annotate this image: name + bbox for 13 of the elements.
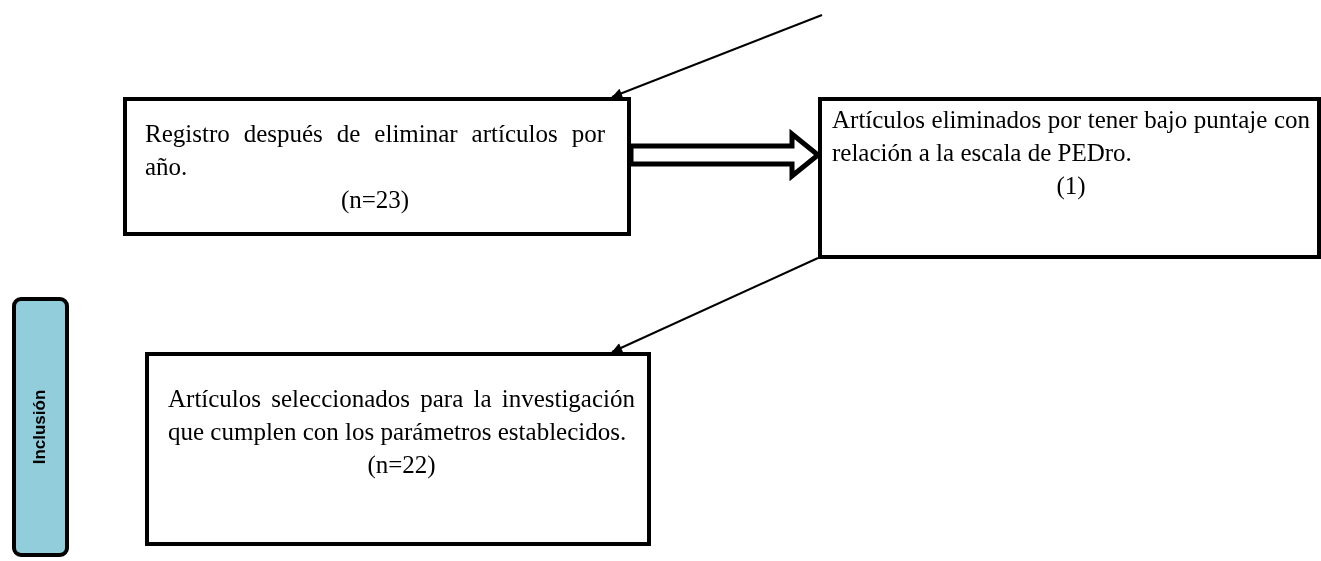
- arrow: [611, 14, 823, 98]
- arrow: [611, 257, 819, 353]
- count-text: (1): [1055, 171, 1087, 202]
- process-box: [123, 97, 631, 236]
- process-box: [818, 97, 1321, 259]
- count-text: (n=22): [366, 450, 437, 481]
- section-band: [12, 297, 69, 557]
- section-label: Inclusión: [30, 389, 51, 465]
- box-text: Registro después de eliminar artículos por año.: [145, 119, 605, 182]
- count-text: (n=23): [339, 185, 411, 216]
- box-text: Artículos eliminados por tener bajo puntaje con relación a la escala de PEDro.: [832, 105, 1310, 168]
- box-text: Artículos seleccionados para la investigación que cumplen con los parámetros establecidos.: [168, 384, 635, 447]
- process-box: [145, 352, 651, 546]
